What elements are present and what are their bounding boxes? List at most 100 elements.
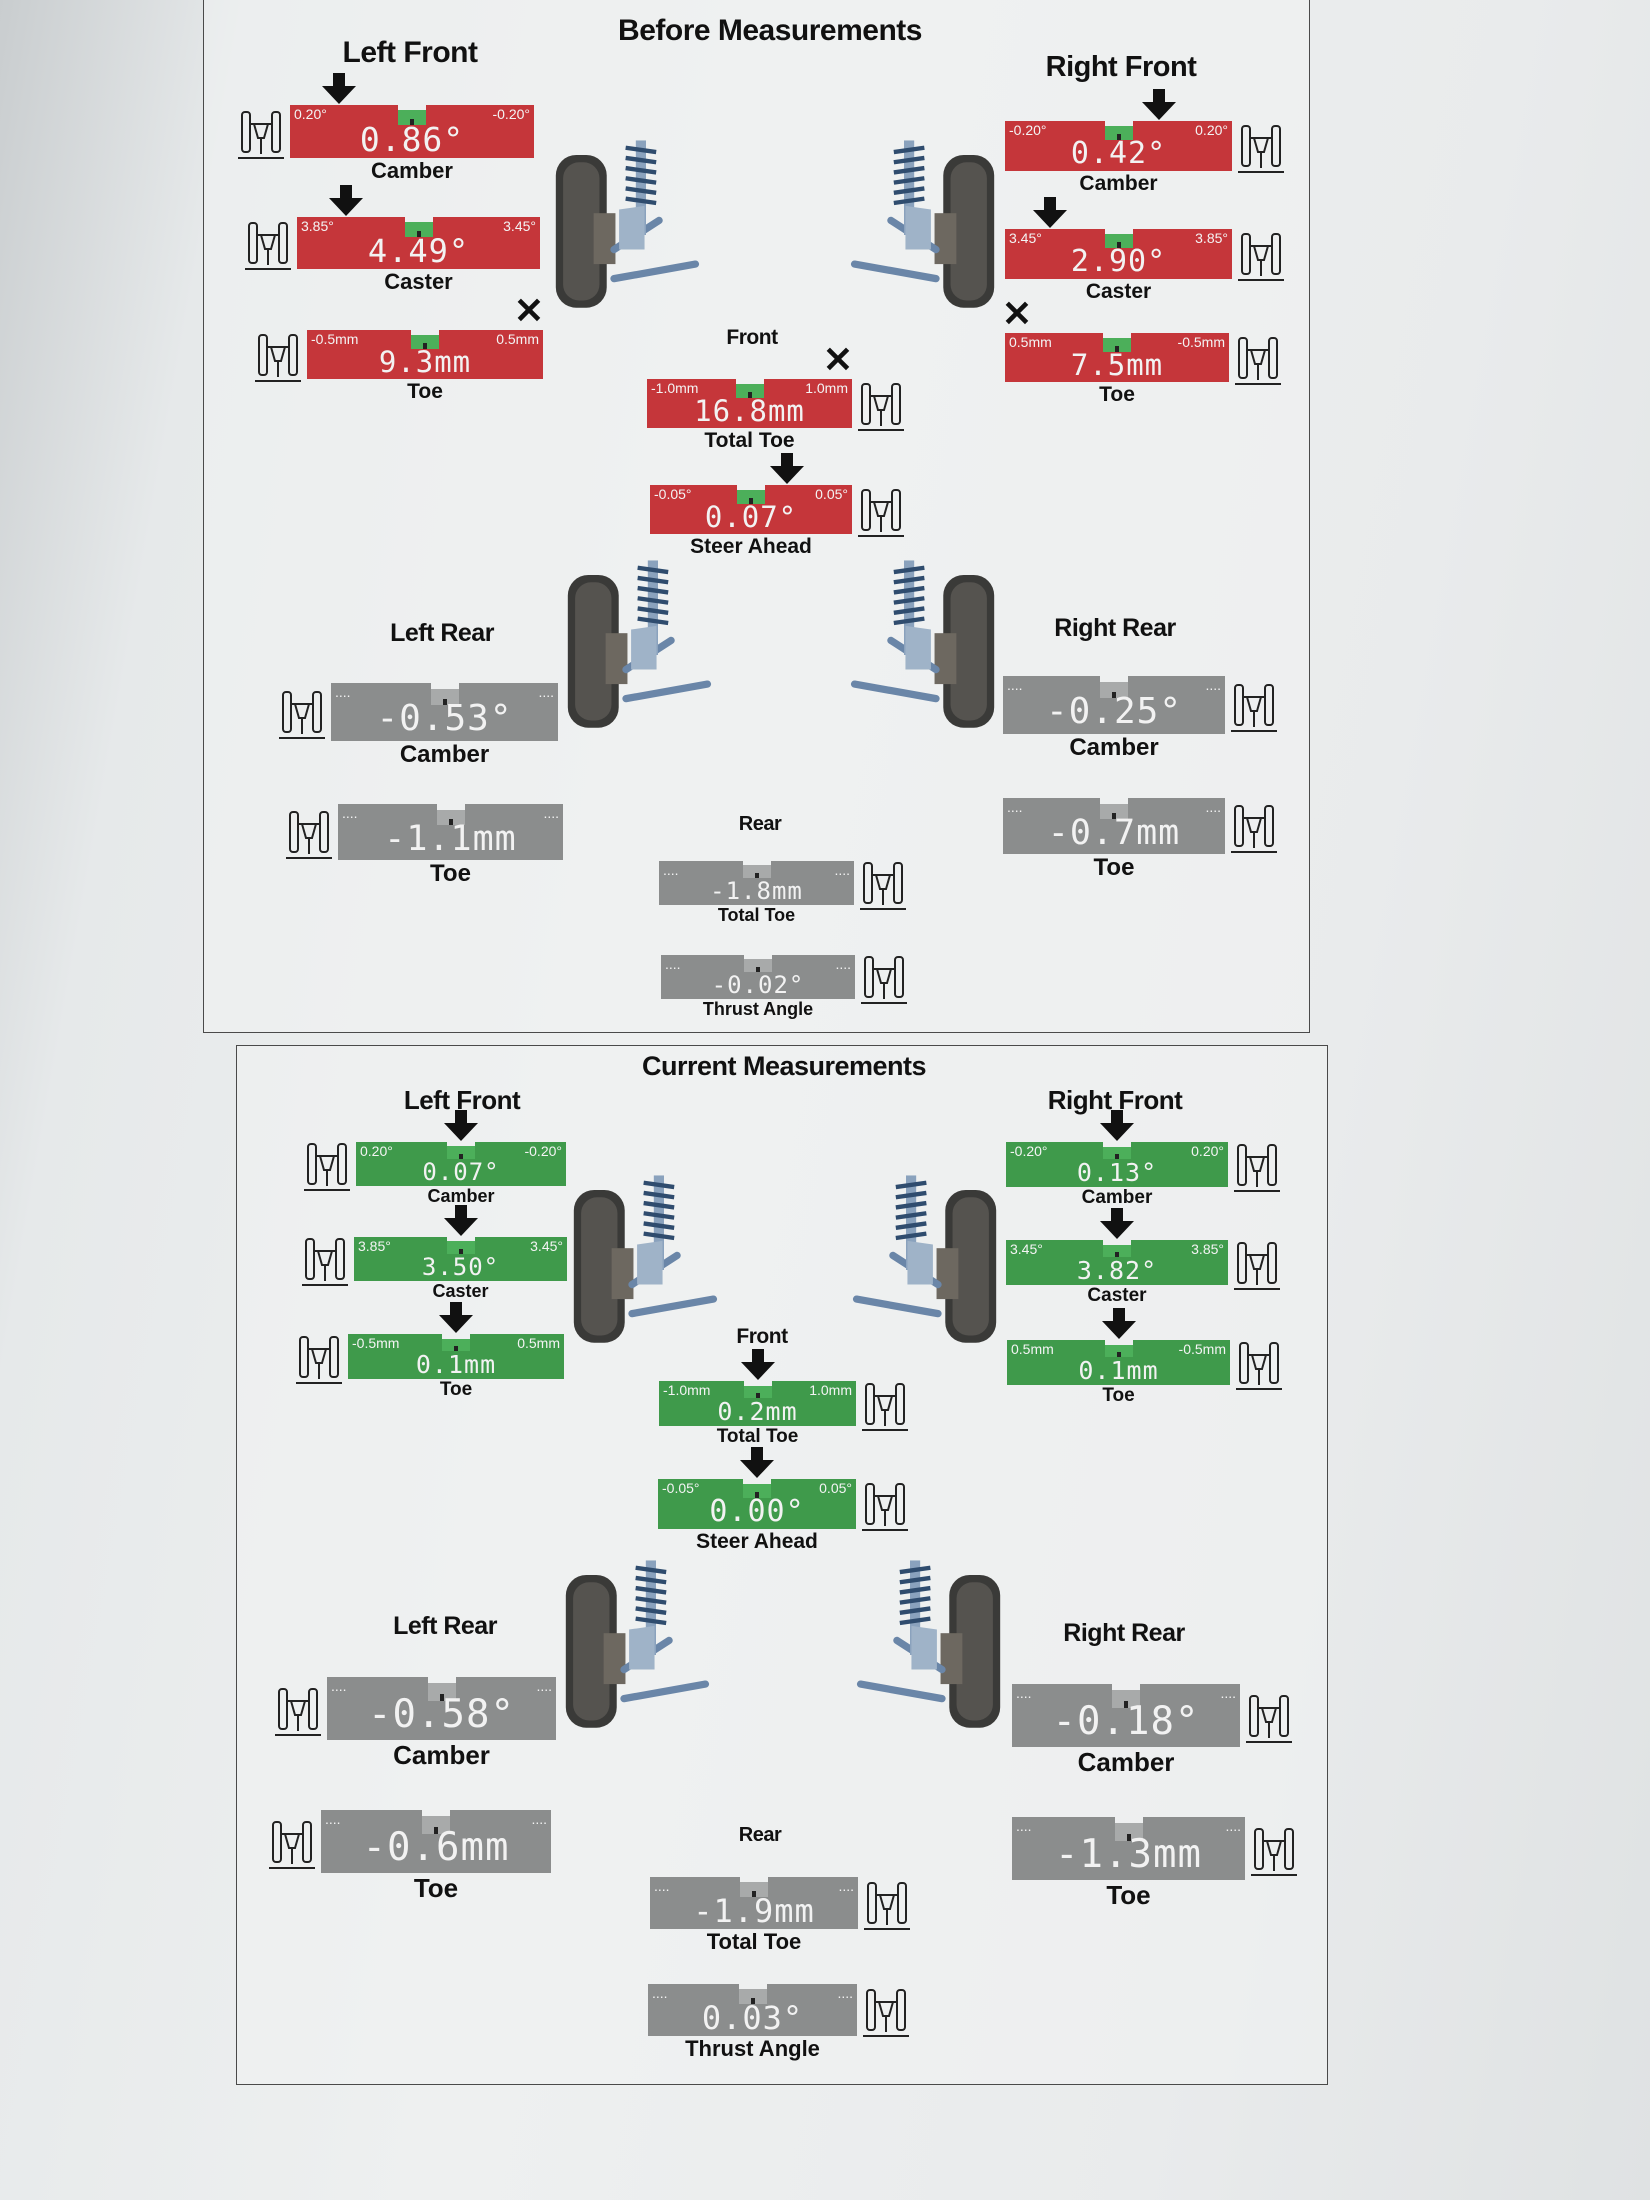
range-max: 0.05° <box>819 1480 852 1496</box>
before-lf-camber-gauge: 0.20°-0.20°0.86°Camber <box>238 73 534 183</box>
tolerance-notch <box>446 1241 475 1254</box>
before-rf-caster-gauge: 3.45°3.85°2.90°Caster <box>1005 197 1284 303</box>
range-min: 0.20° <box>294 106 327 122</box>
tolerance-notch <box>1100 803 1128 820</box>
tolerance-notch <box>743 1385 772 1399</box>
before-front-label: Front <box>726 326 778 349</box>
measurement-label: Toe <box>1106 1880 1151 1910</box>
range-min: -1.0mm <box>663 1382 711 1398</box>
gauge-bar: ........-1.9mm <box>650 1877 858 1929</box>
range-min: -0.05° <box>654 486 692 502</box>
range-min: .... <box>665 956 681 972</box>
gauge-bar: ........-1.8mm <box>659 861 854 905</box>
measurement-label: Total Toe <box>704 429 795 452</box>
current-left-front-heading: Left Front <box>403 1085 521 1115</box>
range-max: .... <box>1225 1818 1241 1834</box>
gauge-bar: ........-0.53° <box>331 683 558 741</box>
measurement-value: 3.82° <box>1076 1256 1158 1285</box>
before-right-rear-heading: Right Rear <box>1054 614 1176 642</box>
range-min: -0.20° <box>1009 122 1047 138</box>
tolerance-notch <box>436 809 465 826</box>
measurement-label: Thrust Angle <box>685 2036 820 2061</box>
total-toe-icon <box>864 1875 910 1931</box>
range-max: -0.5mm <box>1178 1341 1226 1357</box>
gauge-bar: ........-0.6mm <box>321 1810 551 1873</box>
suspension-drawing <box>550 140 710 335</box>
toe-icon <box>296 1329 342 1385</box>
suspension-drawing <box>846 1560 1006 1755</box>
gauge-bar: ........-0.18° <box>1012 1684 1240 1747</box>
range-max: 3.85° <box>1191 1241 1224 1257</box>
range-max: 0.5mm <box>496 331 539 347</box>
gauge-bar: ........-0.7mm <box>1003 798 1225 854</box>
measurement-label: Steer Ahead <box>690 535 812 558</box>
range-min: .... <box>652 1985 668 2001</box>
measurement-value: -0.18° <box>1052 1699 1200 1744</box>
current-right-rear-heading: Right Rear <box>1063 1619 1185 1647</box>
measurement-value: -1.8mm <box>710 877 803 905</box>
tolerance-notch <box>422 1816 450 1834</box>
camber-icon <box>279 684 325 740</box>
total-toe-icon <box>860 855 906 911</box>
measurement-value: 0.13° <box>1076 1158 1158 1187</box>
range-min: .... <box>654 1878 670 1894</box>
steer-ahead-icon <box>858 482 904 538</box>
current-thrust-gauge: ........0.03°Thrust Angle <box>648 1984 909 2061</box>
camber-icon <box>1231 677 1277 733</box>
before-rf-camber-gauge: -0.20°0.20°0.42°Camber <box>1005 89 1284 195</box>
range-max: .... <box>543 805 559 821</box>
suspension-drawing <box>840 560 1000 755</box>
range-max: .... <box>531 1811 547 1827</box>
measurement-label: Toe <box>1102 1385 1135 1406</box>
measurement-value: -0.02° <box>711 971 805 999</box>
range-min: -0.20° <box>1010 1143 1048 1159</box>
tolerance-notch <box>1104 126 1133 140</box>
current-left-rear-heading: Left Rear <box>393 1612 497 1640</box>
range-max: 0.05° <box>815 486 848 502</box>
current-rr-camber-gauge: ........-0.18°Camber <box>1012 1684 1292 1776</box>
toe-icon <box>286 804 332 860</box>
tolerance-notch <box>1104 1344 1133 1358</box>
measurement-label: Toe <box>1093 854 1135 881</box>
measurement-label: Camber <box>371 158 453 183</box>
caster-icon <box>1238 226 1284 282</box>
range-max: -0.20° <box>524 1143 562 1159</box>
gauge-bar: 3.45°3.85°2.90° <box>1005 229 1232 279</box>
measurement-label: Toe <box>1099 383 1135 406</box>
tolerance-notch <box>1103 337 1131 352</box>
tolerance-notch <box>735 383 764 398</box>
range-min: .... <box>1007 799 1023 815</box>
range-min: -0.5mm <box>352 1335 400 1351</box>
measurement-value: 0.1mm <box>1078 1356 1159 1385</box>
measurement-label: Camber <box>1079 172 1158 195</box>
measurement-label: Total Toe <box>717 905 796 925</box>
range-min: 3.85° <box>301 218 334 234</box>
thrust-angle-icon <box>863 1982 909 2038</box>
measurement-label: Caster <box>432 1281 489 1301</box>
current-rf-caster-gauge: 3.45°3.85°3.82°Caster <box>1006 1208 1280 1306</box>
measurement-label: Camber <box>1081 1187 1153 1208</box>
before-rr-camber-gauge: ........-0.25°Camber <box>1003 676 1277 761</box>
gauge-bar: 3.85°3.45°4.49° <box>297 217 540 269</box>
range-max: .... <box>538 684 554 700</box>
tolerance-notch <box>398 110 426 126</box>
suspension-drawing <box>568 1175 728 1370</box>
tolerance-notch <box>740 1882 768 1897</box>
toe-icon <box>269 1814 315 1870</box>
gauge-bar: -0.20°0.20°0.13° <box>1006 1142 1228 1187</box>
gauge-bar: 0.20°-0.20°0.86° <box>290 105 534 158</box>
measurement-value: -0.58° <box>368 1692 515 1737</box>
range-max: .... <box>835 956 851 972</box>
gauge-bar: -0.05°0.05°0.00° <box>658 1479 856 1529</box>
measurement-label: Camber <box>399 741 490 768</box>
toe-icon <box>1231 798 1277 854</box>
measurement-label: Camber <box>1069 734 1159 761</box>
current-front-label: Front <box>736 1325 788 1348</box>
measurement-label: Camber <box>393 1740 490 1770</box>
current-right-front-heading: Right Front <box>1047 1085 1183 1115</box>
toe-icon <box>1236 1335 1282 1391</box>
